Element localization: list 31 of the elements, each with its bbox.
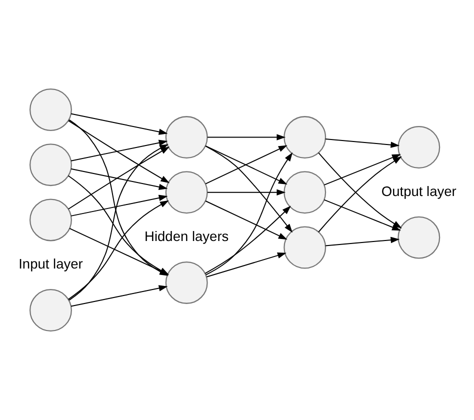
arrow (70, 194, 168, 216)
arrow (206, 252, 286, 278)
node-circle (29, 144, 72, 186)
arrow (67, 146, 170, 210)
arrow (70, 113, 168, 135)
arrow (70, 168, 168, 190)
label: Output layer (380, 184, 456, 199)
node-circle (397, 216, 440, 259)
label: Input layer (18, 256, 82, 272)
arrow (204, 200, 287, 240)
arrow (204, 206, 290, 274)
node-circle (29, 88, 72, 131)
label: Hidden layers (144, 228, 228, 244)
arrow (206, 189, 286, 196)
node-circle (164, 261, 208, 304)
arrow (204, 146, 292, 233)
node-circle (397, 126, 440, 168)
arrow (204, 145, 287, 184)
node-circle (283, 116, 326, 159)
arrow (70, 285, 168, 307)
node-circle (164, 171, 208, 214)
arrow (206, 134, 286, 140)
arrow (324, 236, 400, 246)
arrow (204, 152, 292, 276)
arrow (323, 199, 400, 231)
node-circle (283, 226, 326, 269)
node-circle (164, 116, 208, 159)
arrow (324, 138, 400, 148)
node-circle (29, 289, 72, 332)
node-circle (283, 171, 326, 214)
node-circle (29, 198, 72, 242)
